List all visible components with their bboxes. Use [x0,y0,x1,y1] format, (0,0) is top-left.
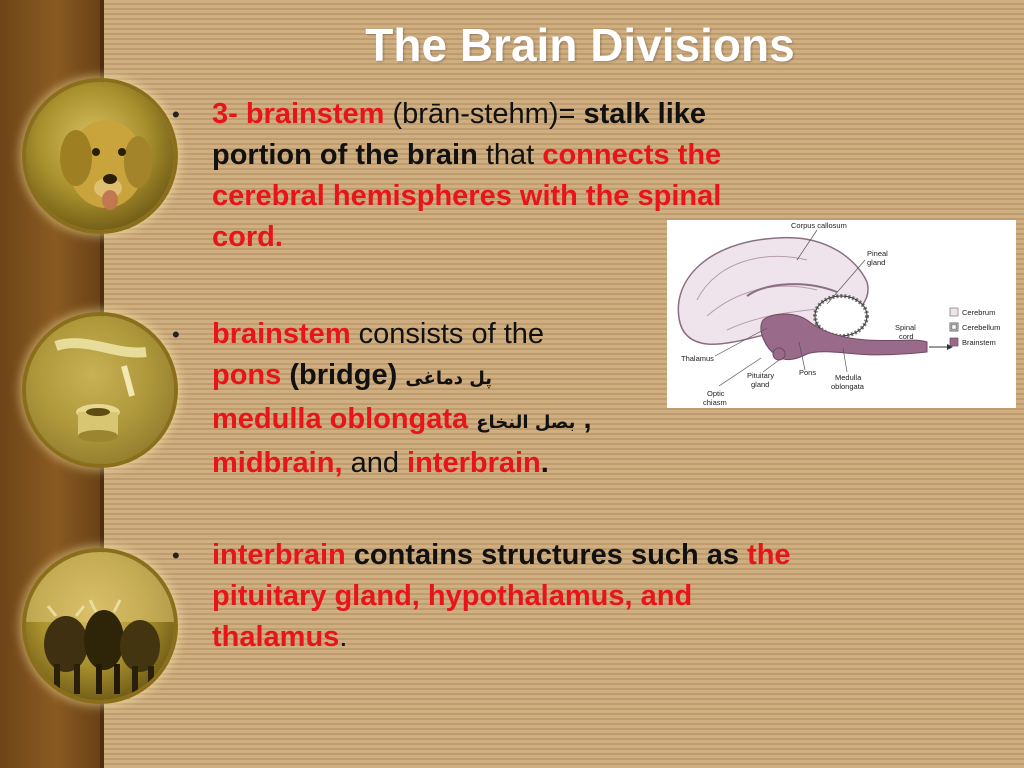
label-optic-1: Optic [707,389,725,398]
dog-icon [60,120,152,210]
label-thalamus: Thalamus [681,354,714,363]
bullet-brainstem-parts: • brainstem consists of the pons (bridge… [172,314,672,484]
and-text: and [342,447,408,479]
label-pineal-1: Pineal [867,249,888,258]
label-optic-2: chiasm [703,398,727,407]
period: . [540,447,549,479]
brain-sagittal-illustration: Corpus callosum Pineal gland Spinal cord… [677,221,1000,407]
term-interbrain-2: interbrain [212,539,346,571]
definition-stalk: stalk like portion of the brain [212,98,707,171]
cattle-photo-medallion [26,552,174,700]
label-medulla-2: oblongata [831,382,865,391]
legend-cerebrum: Cerebrum [962,308,995,317]
bullet-interbrain: • interbrain contains structures such as… [172,535,792,658]
comma: , [575,403,592,435]
contains-text: contains structures such as [345,539,748,571]
brain-diagram: Corpus callosum Pineal gland Spinal cord… [667,220,1016,408]
label-pituitary-2: gland [751,380,769,389]
bullet-marker: • [172,543,180,568]
pons-bridge: (bridge) [281,359,406,391]
label-spinal-2: cord [899,332,914,341]
legend-swatch-cerebrum [949,307,959,317]
flask-icon [26,316,174,464]
connector-text: that [477,139,543,171]
period: . [339,621,348,653]
term-interbrain: interbrain [407,447,541,479]
term-midbrain: midbrain, [212,447,343,479]
legend-swatch-brainstem [949,337,959,347]
label-corpus-callosum: Corpus callosum [791,221,847,230]
bullet-marker: • [172,102,180,127]
legend-swatch-cerebellum [949,322,959,332]
term-pons: pons [212,359,282,391]
legend-cerebellum: Cerebellum [962,323,1000,332]
term-brainstem-2: brainstem [212,318,351,350]
term-brainstem: 3- brainstem [212,98,385,130]
slide-title: The Brain Divisions [365,19,795,71]
label-pineal-2: gland [867,258,885,267]
pronunciation: (brān-stehm)= [384,98,584,130]
cattle-icon [26,552,174,694]
definition-connects: connects the cerebral hemispheres with t… [212,139,722,253]
label-pituitary-1: Pituitary [747,371,774,380]
label-pons: Pons [799,368,816,377]
legend-brainstem: Brainstem [962,338,996,347]
consists-text: consists of the [350,318,545,350]
lab-photo-medallion [26,316,174,464]
bullet-marker: • [172,322,180,347]
corpus-callosum-shape [746,283,838,297]
term-medulla: medulla oblongata [212,403,469,435]
dog-photo-medallion [26,82,174,230]
label-spinal-1: Spinal [895,323,916,332]
label-medulla-1: Medulla [835,373,862,382]
bullet-brainstem-definition: • 3- brainstem (brān-stehm)= stalk like … [172,94,792,258]
medulla-arabic: بصل النخاع [476,412,576,433]
pons-arabic: پل دماغی [405,368,493,389]
structures-list: the pituitary gland, hypothalamus, and t… [212,539,791,653]
